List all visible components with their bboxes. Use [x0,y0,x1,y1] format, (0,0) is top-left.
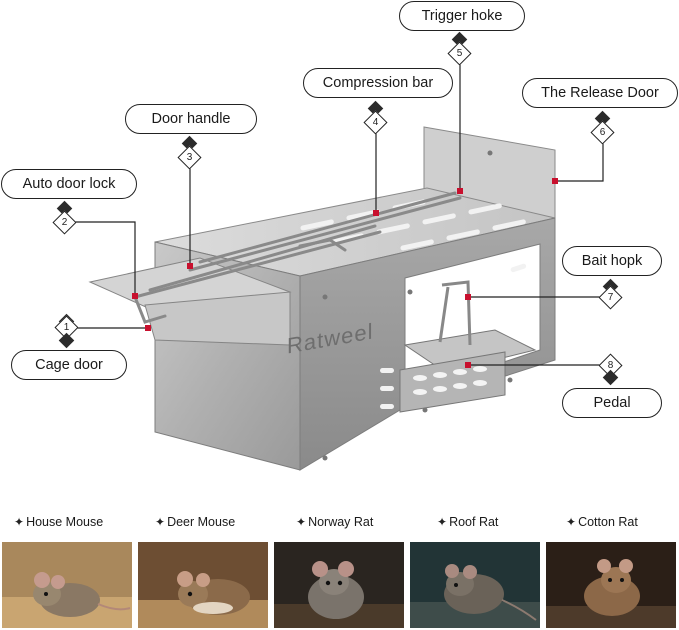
bait-hook-wire [438,280,472,346]
species-label-deer-mouse: ✦Deer Mouse [155,515,236,529]
callout-label-release-door: The Release Door [522,78,678,108]
sparkle-icon: ✦ [437,515,448,529]
leader-lines [72,62,604,368]
sparkle-icon: ✦ [566,515,577,529]
species-photo-deer-mouse [138,542,268,628]
sparkle-icon: ✦ [155,515,166,529]
species-label-house-mouse: ✦House Mouse [14,515,104,529]
species-label-roof-rat: ✦Roof Rat [437,515,499,529]
callout-label-compression-bar: Compression bar [303,68,453,98]
species-label-cotton-rat: ✦Cotton Rat [566,515,638,529]
sparkle-icon: ✦ [296,515,307,529]
callout-label-cage-door: Cage door [11,350,127,380]
species-photo-roof-rat [410,542,540,628]
trap-illustration [88,126,556,471]
species-photo-cotton-rat [546,542,676,628]
species-photo-norway-rat [274,542,404,628]
pedal-plate [403,329,537,373]
callout-label-trigger-hoke: Trigger hoke [399,1,525,31]
species-photo-house-mouse [2,542,132,628]
sparkle-icon: ✦ [14,515,25,529]
species-label-norway-rat: ✦Norway Rat [296,515,374,529]
callout-label-pedal: Pedal [562,388,662,418]
callout-label-door-handle: Door handle [125,104,257,134]
callout-label-auto-door-lock: Auto door lock [1,169,137,199]
cage-door-front [144,291,291,346]
callout-label-bait-hook: Bait hopk [562,246,662,276]
